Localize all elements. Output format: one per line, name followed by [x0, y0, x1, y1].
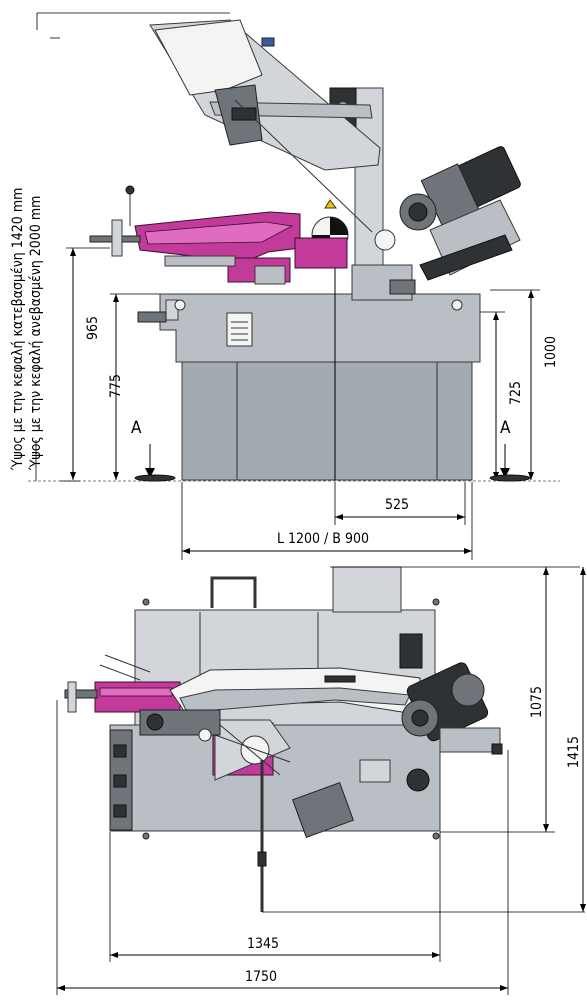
side-view: Ύψος με την κεφαλή κατεβασμένη 1420 mm Ύ…: [10, 12, 560, 482]
top-cover: [332, 566, 402, 613]
dim-1345: 1345: [247, 936, 279, 952]
dim-965: 965: [85, 316, 101, 340]
dim-725: 725: [508, 381, 524, 405]
dim-1075: 1075: [529, 686, 545, 718]
work-table: [159, 293, 481, 363]
section-right-label: A: [500, 418, 511, 438]
dim-1000: 1000: [543, 336, 559, 368]
top-handle: [210, 576, 257, 608]
info-plate: [226, 312, 253, 347]
section-marker-right: A: [500, 418, 511, 478]
label-height-lowered: Ύψος με την κεφαλή κατεβασμένη 1420 mm: [10, 188, 26, 471]
dim-525: 525: [385, 497, 409, 513]
motor-side: [374, 146, 521, 295]
dim-1750: 1750: [245, 969, 277, 985]
top-view: [64, 566, 585, 913]
label-height-raised: Ύψος με την κεφαλή ανεβασμένη 2000 mm: [28, 196, 44, 471]
dim-775: 775: [108, 374, 124, 398]
top-motor: [401, 662, 489, 742]
foot-left: [134, 474, 176, 482]
dim-base: L 1200 / B 900: [277, 531, 369, 547]
section-left-label: A: [131, 418, 142, 438]
section-marker-left: A: [131, 418, 155, 478]
foot-right: [489, 474, 531, 482]
dim-1415: 1415: [566, 736, 582, 768]
blade-guard: [154, 19, 263, 96]
base-cabinet: [181, 361, 473, 481]
top-right-arm: [439, 727, 501, 753]
top-vise: [94, 681, 181, 713]
